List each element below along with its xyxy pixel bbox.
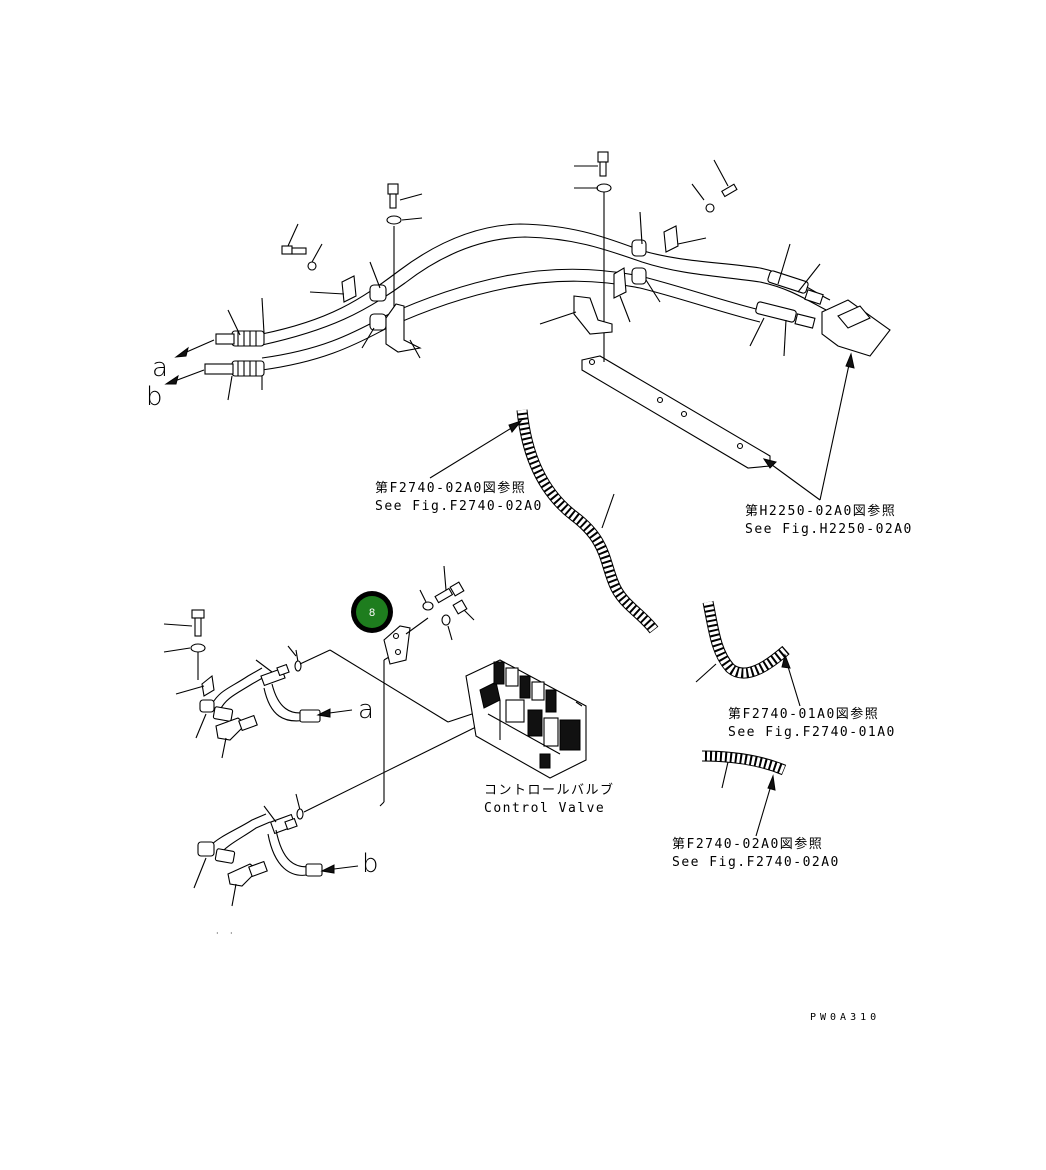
svg-text:b: b — [146, 382, 163, 412]
ref-f2740-01a0-jp: 第F2740-01A0図参照 — [728, 706, 879, 722]
mounting-bar — [581, 355, 771, 469]
ref-f2740-bottom-jp: 第F2740-02A0図参照 — [672, 836, 823, 852]
ref-h2250: 第H2250-02A0図参照 See Fig.H2250-02A0 — [745, 503, 913, 537]
hose-fitting-a — [215, 330, 265, 347]
control-valve-jp: コントロールバルブ — [484, 782, 615, 798]
ref-f2740-02a0-bottom: 第F2740-02A0図参照 See Fig.F2740-02A0 — [672, 836, 840, 870]
control-valve-en: Control Valve — [484, 801, 605, 816]
corrugated-tube-mid-right — [695, 600, 801, 707]
arrow-b-top: b — [146, 369, 205, 412]
svg-text:b: b — [362, 849, 379, 879]
badge-fill — [356, 596, 388, 628]
ref-f2740-top-jp: 第F2740-02A0図参照 — [375, 480, 526, 496]
center-clamp-bracket — [539, 151, 738, 355]
ref-h2250-en: See Fig.H2250-02A0 — [745, 522, 913, 537]
left-clamp — [361, 183, 423, 359]
ref-f2740-02a0-top: 第F2740-02A0図参照 See Fig.F2740-02A0 — [375, 480, 543, 514]
callout-badge[interactable]: 8 — [351, 591, 393, 633]
svg-text:a: a — [152, 353, 168, 383]
control-valve-label: コントロールバルブ Control Valve — [484, 782, 615, 816]
ref-f2740-01a0-en: See Fig.F2740-01A0 — [728, 725, 896, 740]
control-valve — [465, 659, 587, 779]
ref-f2740-bottom-en: See Fig.F2740-02A0 — [672, 855, 840, 870]
left-bolt-clip — [281, 223, 357, 303]
drawing-code: PW0A310 — [810, 1012, 880, 1023]
lower-assembly: a b — [163, 565, 479, 907]
ref-f2740-top-en: See Fig.F2740-02A0 — [375, 499, 543, 514]
right-end-fittings — [749, 243, 891, 357]
svg-text:a: a — [358, 695, 374, 725]
hose-fitting-b — [204, 360, 265, 377]
arrow-a-top: a — [152, 339, 215, 383]
ref-h2250-jp: 第H2250-02A0図参照 — [745, 503, 896, 519]
corrugated-tube-top — [429, 409, 659, 634]
upper-hose-assembly: a b — [146, 151, 891, 501]
ref-arrows-h2250 — [762, 352, 855, 501]
ref-f2740-01a0: 第F2740-01A0図参照 See Fig.F2740-01A0 — [728, 706, 896, 740]
svg-text:·: · — [216, 929, 219, 938]
badge-number: 8 — [369, 607, 375, 619]
corrugated-tube-lower-right — [701, 750, 787, 837]
svg-text:·: · — [230, 929, 233, 938]
